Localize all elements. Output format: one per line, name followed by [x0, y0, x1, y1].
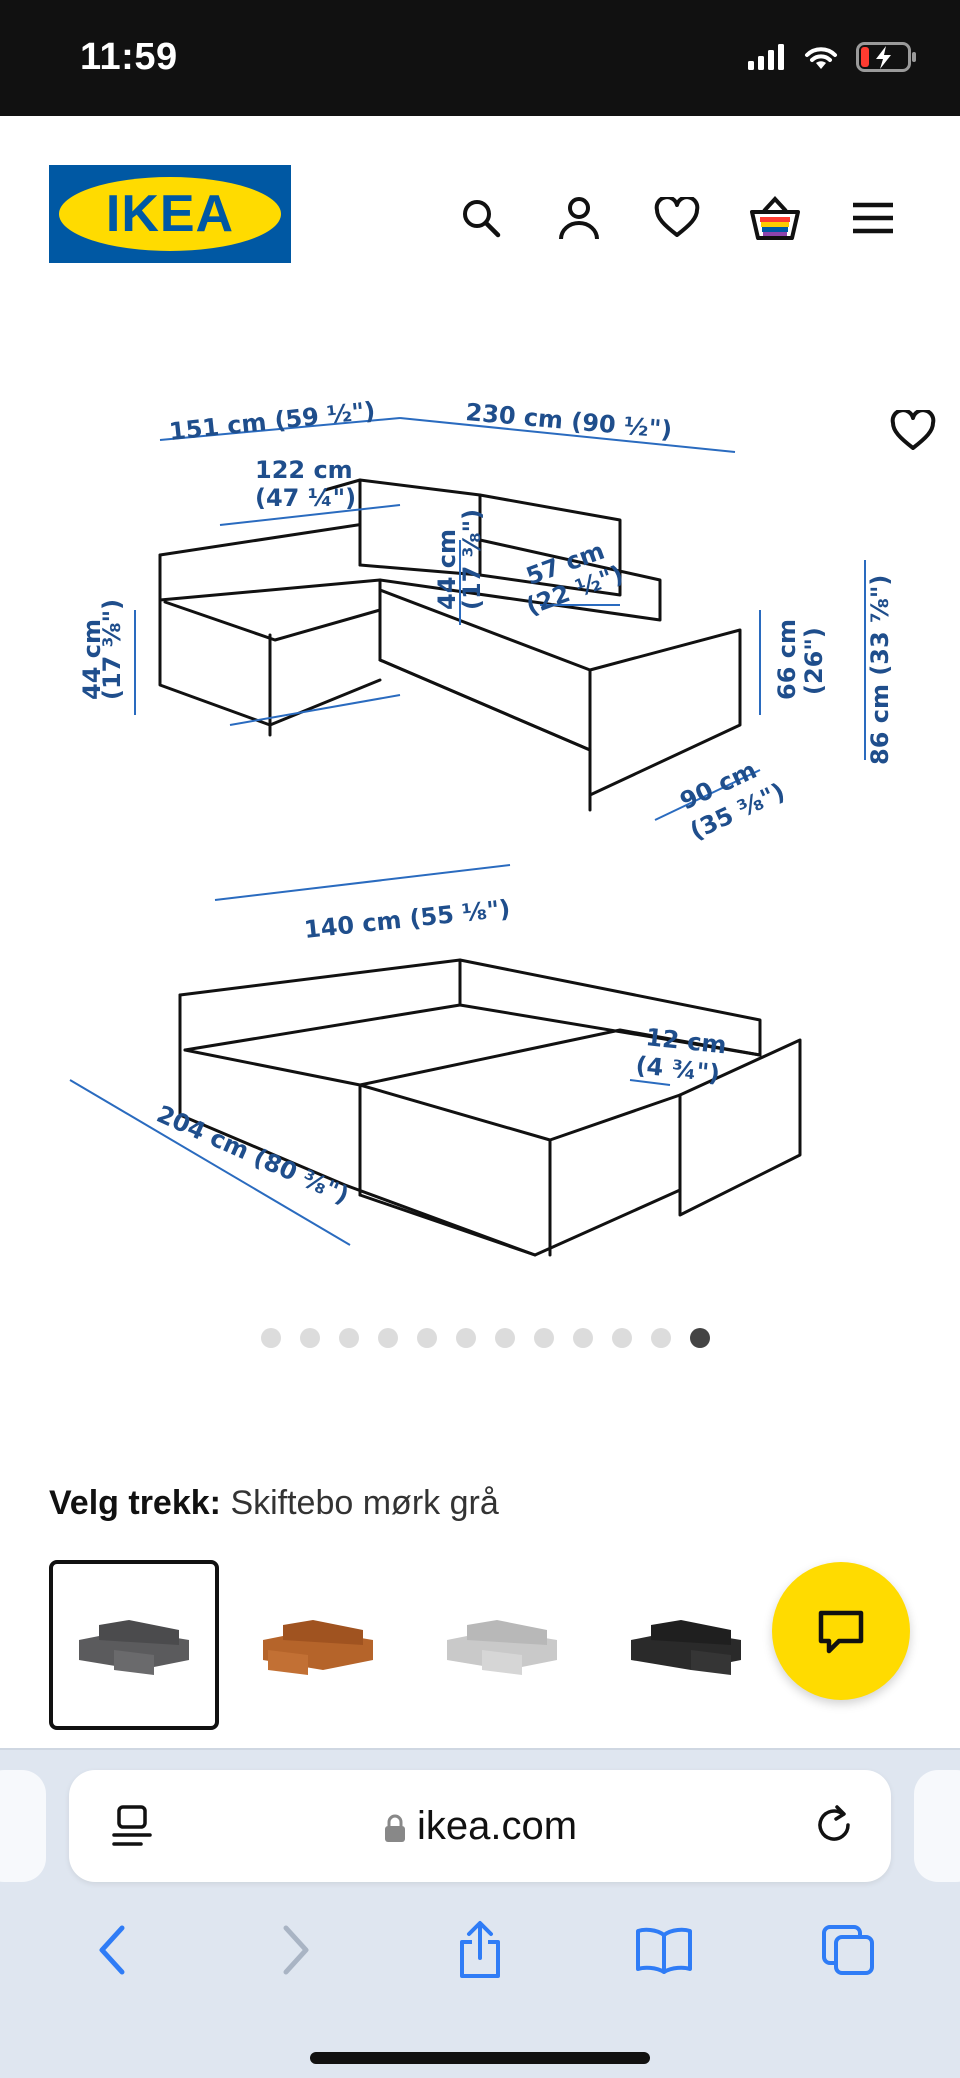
gallery-dot[interactable]	[650, 1328, 671, 1348]
home-indicator	[310, 2052, 650, 2064]
wishlist-button[interactable]	[628, 188, 726, 248]
battery-charging-icon	[856, 42, 916, 72]
bookmarks-button[interactable]	[604, 1910, 724, 1990]
back-button[interactable]	[52, 1910, 172, 1990]
chat-button[interactable]	[772, 1562, 910, 1700]
forward-button[interactable]	[236, 1910, 356, 1990]
url-display[interactable]: ikea.com	[69, 1804, 891, 1849]
dim-151: 151 cm (59 ½")	[168, 396, 377, 445]
next-tab-preview[interactable]	[914, 1770, 960, 1882]
dim-44-left-inch: (17 ⅜")	[98, 599, 126, 700]
previous-tab-preview[interactable]	[0, 1770, 46, 1882]
gallery-dot-active[interactable]	[689, 1328, 710, 1348]
header-icons	[432, 188, 922, 248]
cover-swatches	[49, 1560, 771, 1730]
gallery-dot[interactable]	[572, 1328, 593, 1348]
ikea-logo[interactable]: IKEA	[49, 165, 291, 263]
gallery-dot[interactable]	[260, 1328, 281, 1348]
swatch-dark-grey[interactable]	[49, 1560, 219, 1730]
gallery-dot[interactable]	[494, 1328, 515, 1348]
book-icon	[636, 1927, 692, 1974]
sofa-thumbnail-dark-grey	[79, 1620, 189, 1675]
cover-selected-value: Skiftebo mørk grå	[230, 1484, 499, 1522]
browser-chrome: ikea.com	[0, 1748, 960, 2078]
chat-icon	[818, 1610, 864, 1654]
tabs-icon	[822, 1925, 874, 1975]
gallery-dot[interactable]	[377, 1328, 398, 1348]
dim-66: 66 cm	[773, 619, 801, 700]
reload-icon[interactable]	[811, 1802, 857, 1848]
browser-toolbar	[0, 1900, 960, 2000]
share-button[interactable]	[420, 1910, 540, 1990]
cover-selection-label: Velg trekk: Skiftebo mørk grå	[49, 1484, 499, 1523]
tabs-button[interactable]	[788, 1910, 908, 1990]
basket-icon	[750, 196, 800, 240]
dim-230: 230 cm (90 ½")	[464, 398, 673, 444]
dim-44-back-inch: (17 ⅜")	[458, 509, 486, 610]
signal-icon	[748, 44, 784, 70]
account-button[interactable]	[530, 188, 628, 248]
status-icons	[746, 42, 918, 72]
search-button[interactable]	[432, 188, 530, 248]
chevron-right-icon	[283, 1925, 309, 1975]
swatch-light-grey[interactable]	[417, 1560, 587, 1730]
dim-122-inch: (47 ¼")	[255, 484, 356, 512]
menu-button[interactable]	[824, 188, 922, 248]
gallery-dot[interactable]	[299, 1328, 320, 1348]
wifi-icon	[805, 47, 837, 69]
status-time: 11:59	[80, 36, 178, 78]
url-text: ikea.com	[416, 1804, 578, 1848]
dim-140: 140 cm (55 ⅛")	[303, 894, 512, 943]
gallery-pagination	[0, 1328, 960, 1348]
address-bar[interactable]: ikea.com	[69, 1770, 891, 1882]
menu-icon	[853, 202, 893, 234]
share-icon	[460, 1921, 500, 1978]
swatch-orange[interactable]	[233, 1560, 403, 1730]
product-image-gallery[interactable]: 151 cm (59 ½") 230 cm (90 ½") 122 cm (47…	[0, 340, 960, 1340]
gallery-dot[interactable]	[611, 1328, 632, 1348]
sofa-thumbnail-light-grey	[447, 1620, 557, 1675]
swatch-black[interactable]	[601, 1560, 771, 1730]
dim-122: 122 cm	[255, 456, 353, 484]
status-bar: 11:59	[0, 0, 960, 116]
search-icon	[463, 200, 501, 238]
sofa-dimension-drawing: 151 cm (59 ½") 230 cm (90 ½") 122 cm (47…	[69, 396, 894, 1257]
gallery-dot[interactable]	[338, 1328, 359, 1348]
user-icon	[559, 197, 599, 240]
gallery-dot[interactable]	[416, 1328, 437, 1348]
logo-oval: IKEA	[59, 177, 281, 251]
logo-text: IKEA	[105, 185, 235, 243]
dim-86: 86 cm (33 ⅞")	[866, 575, 894, 765]
basket-button[interactable]	[726, 188, 824, 248]
dim-204: 204 cm (80 ⅜")	[153, 1100, 354, 1210]
favourite-button[interactable]	[830, 410, 936, 470]
heart-icon	[654, 197, 700, 237]
page-menu-icon[interactable]	[111, 1804, 153, 1850]
gallery-dot[interactable]	[533, 1328, 554, 1348]
dim-44-back: 44 cm	[433, 529, 461, 610]
sofa-thumbnail-orange	[263, 1620, 373, 1675]
lock-icon	[384, 1814, 405, 1843]
dim-66-inch: (26")	[800, 627, 828, 695]
chevron-left-icon	[99, 1925, 125, 1975]
dim-44-left: 44 cm	[78, 619, 106, 700]
cover-label: Velg trekk:	[49, 1484, 221, 1522]
sofa-thumbnail-black	[631, 1620, 741, 1675]
site-header: IKEA	[0, 116, 960, 306]
gallery-dot[interactable]	[455, 1328, 476, 1348]
heart-icon	[890, 410, 936, 450]
